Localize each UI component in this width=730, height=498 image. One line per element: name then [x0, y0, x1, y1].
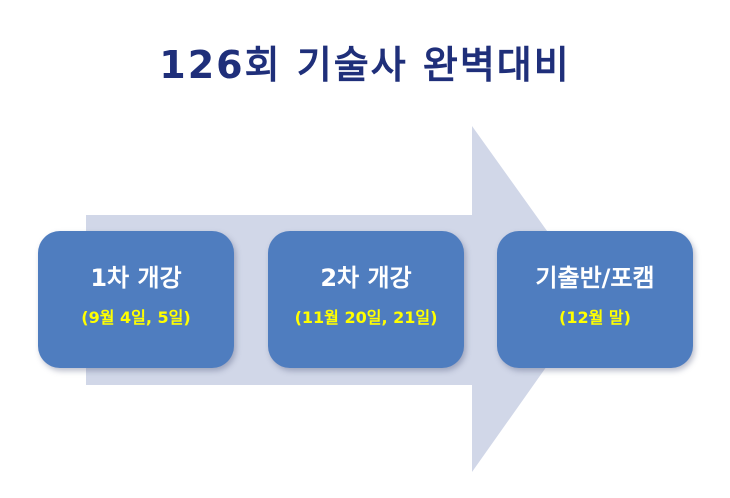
- step-date: (9월 4일, 5일): [81, 307, 191, 327]
- step-date: (12월 말): [559, 307, 631, 327]
- page-title: 126회 기술사 완벽대비: [159, 43, 571, 87]
- step-title: 2차 개강: [320, 263, 412, 292]
- step-title: 기출반/포캠: [535, 263, 655, 292]
- step-title: 1차 개강: [90, 263, 182, 292]
- step-box-past-exam-class: 기출반/포캠 (12월 말): [497, 231, 693, 368]
- step-date: (11월 20일, 21일): [294, 307, 438, 327]
- step-box-first-opening: 1차 개강 (9월 4일, 5일): [38, 231, 234, 368]
- step-box-second-opening: 2차 개강 (11월 20일, 21일): [268, 231, 464, 368]
